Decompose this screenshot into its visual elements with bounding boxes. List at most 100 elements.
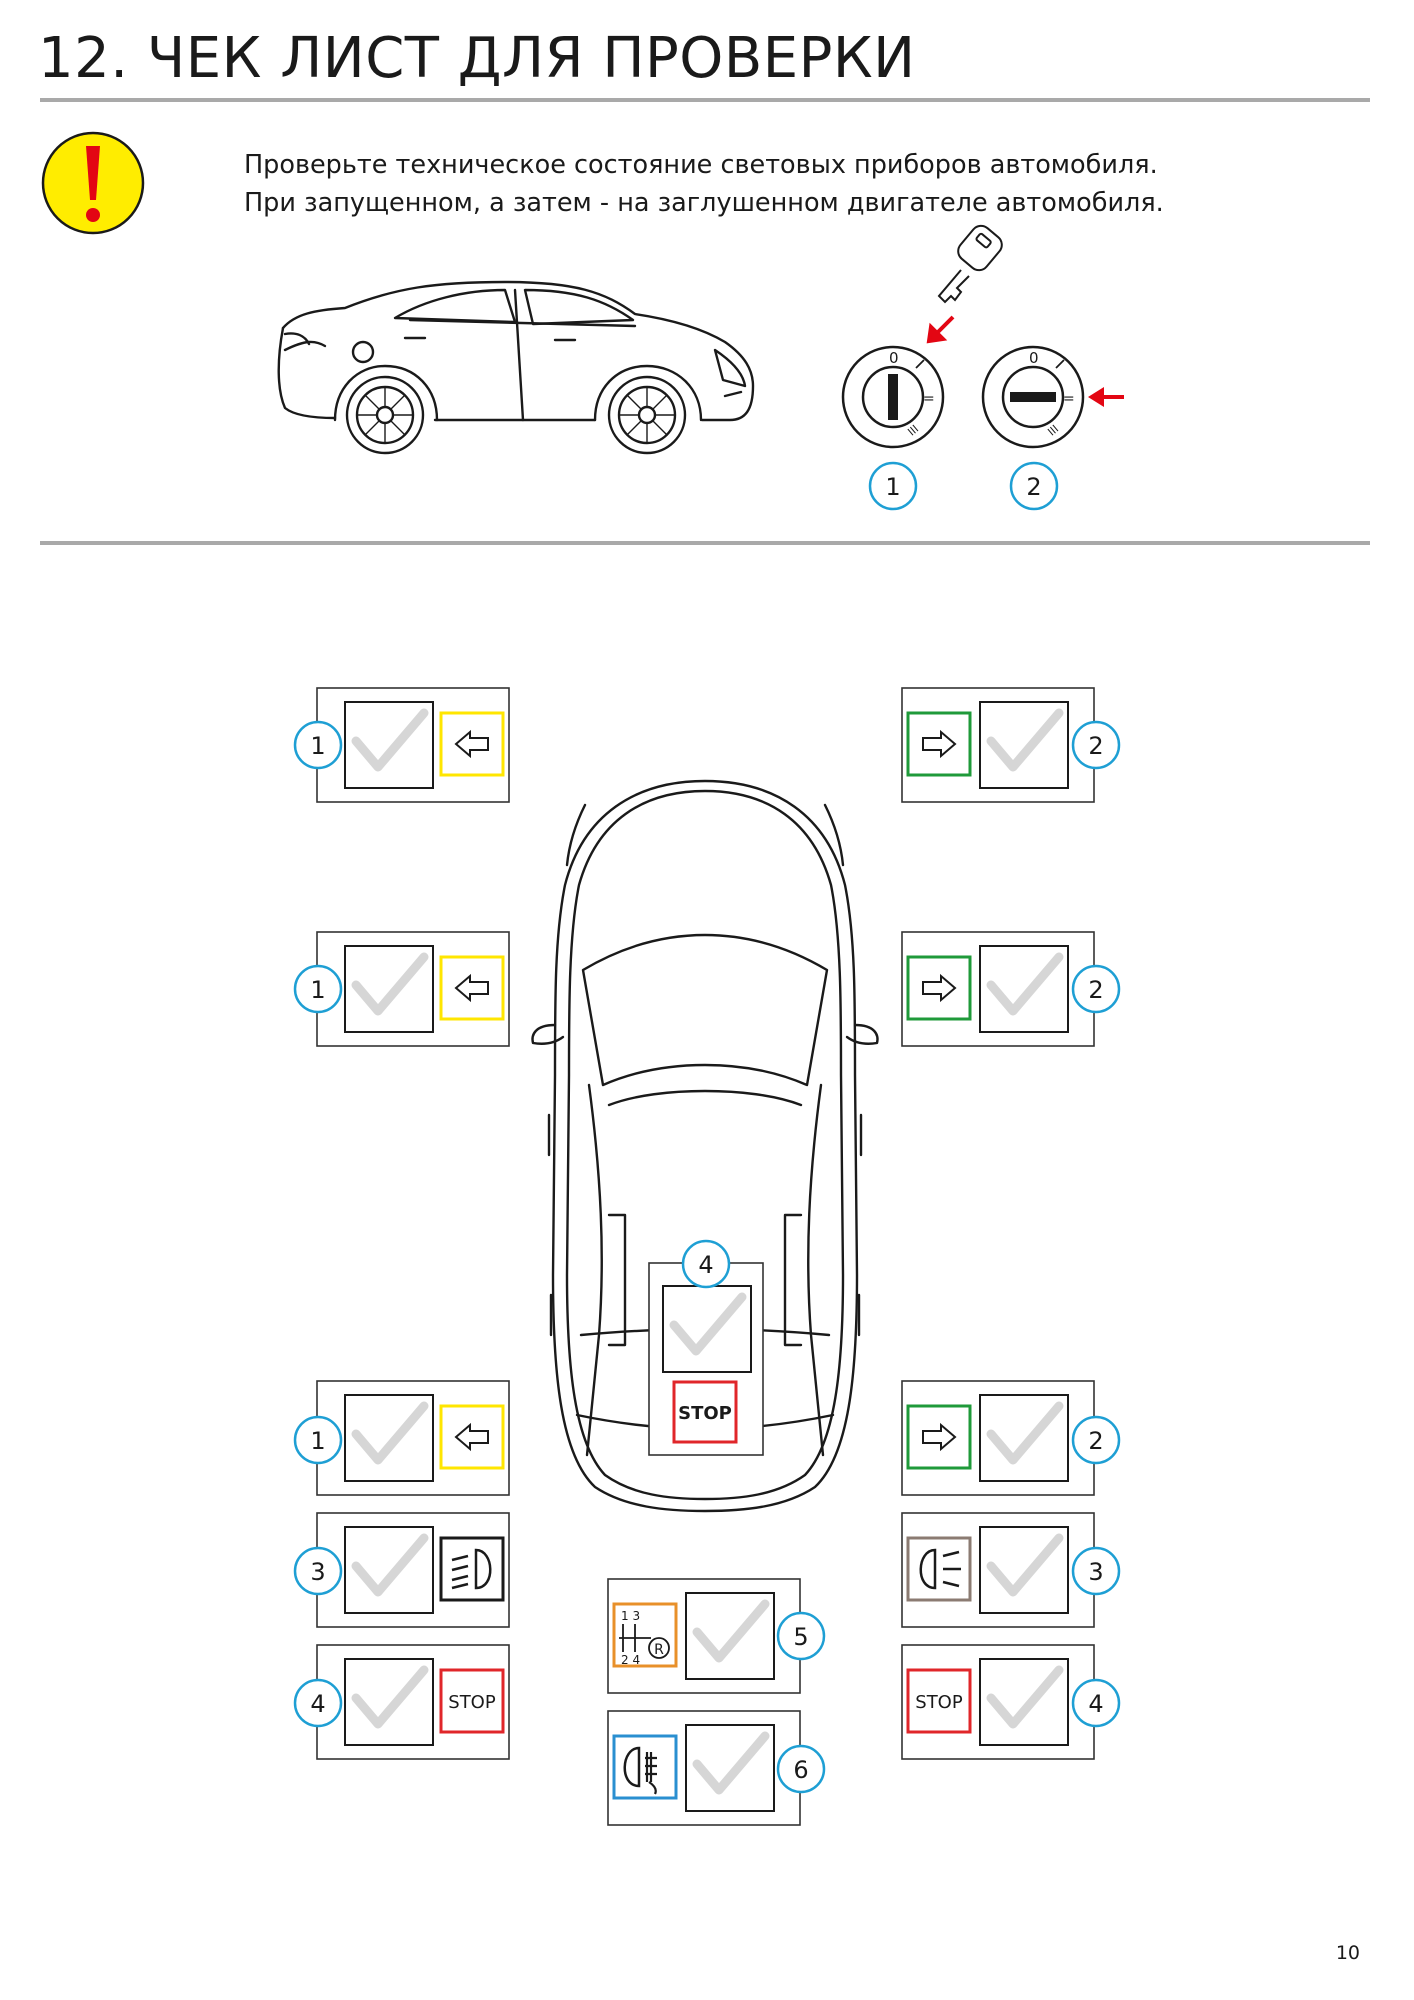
svg-text:1: 1 <box>310 732 325 760</box>
checkbox[interactable] <box>685 1592 775 1680</box>
checkmark-icon <box>351 952 429 1016</box>
ignition-mark-2: = <box>1063 391 1075 407</box>
svg-text:STOP: STOP <box>915 1692 963 1713</box>
svg-text:STOP: STOP <box>678 1403 732 1424</box>
callout-1: 1 <box>293 720 343 770</box>
checkmark-icon <box>351 1665 429 1729</box>
check-rear-left-lowbeam <box>316 1512 510 1632</box>
checkbox[interactable] <box>344 945 434 1033</box>
check-rear-right-lowbeam <box>901 1512 1095 1632</box>
ignition-mark-0: 0 <box>1029 349 1039 367</box>
callout-2: 2 <box>1071 1415 1121 1465</box>
stop-icon: STOP <box>439 1668 505 1734</box>
callout-4: 4 <box>681 1239 731 1289</box>
check-rear-left-stop: STOP <box>316 1644 510 1764</box>
ignition-arrow-2 <box>1088 387 1124 407</box>
svg-text:3: 3 <box>1088 1558 1103 1586</box>
stop-icon: STOP <box>672 1380 738 1444</box>
checkbox[interactable] <box>662 1285 752 1373</box>
checkbox[interactable] <box>979 1526 1069 1614</box>
title-divider <box>40 98 1370 102</box>
check-rear-right-indicator <box>901 1380 1095 1500</box>
checkbox[interactable] <box>979 1658 1069 1746</box>
svg-text:2: 2 <box>1026 473 1041 501</box>
check-side-left-indicator <box>316 931 510 1051</box>
check-side-right-indicator <box>901 931 1095 1051</box>
check-center-stop: STOP <box>648 1262 764 1460</box>
checkbox[interactable] <box>344 701 434 789</box>
svg-text:1: 1 <box>310 1427 325 1455</box>
right-arrow-icon <box>906 955 972 1021</box>
checkmark-icon <box>986 1401 1064 1465</box>
callout-1: 1 <box>293 964 343 1014</box>
checkmark-icon <box>669 1292 747 1356</box>
checkmark-icon <box>351 708 429 772</box>
checkbox[interactable] <box>344 1658 434 1746</box>
ignition-arrow-1 <box>926 315 955 344</box>
callout-6: 6 <box>776 1744 826 1794</box>
left-arrow-icon <box>439 711 505 777</box>
check-rear-fog-light <box>607 1710 801 1830</box>
ignition-number-2: 2 <box>1009 461 1059 511</box>
low-beam-icon <box>439 1536 505 1602</box>
check-reverse-light: 1 3 2 4 R <box>607 1578 801 1698</box>
svg-text:4: 4 <box>698 1251 713 1279</box>
svg-text:1 3: 1 3 <box>621 1609 640 1623</box>
stop-icon: STOP <box>906 1668 972 1734</box>
check-front-left-indicator <box>316 687 510 807</box>
checkmark-icon <box>986 1665 1064 1729</box>
checkmark-icon <box>692 1599 770 1663</box>
reverse-gear-icon: 1 3 2 4 R <box>612 1602 678 1668</box>
page-title: 12. ЧЕК ЛИСТ ДЛЯ ПРОВЕРКИ <box>38 26 916 91</box>
checkbox[interactable] <box>979 1394 1069 1482</box>
section-divider <box>40 541 1370 545</box>
checkbox[interactable] <box>344 1394 434 1482</box>
left-arrow-icon <box>439 1404 505 1470</box>
intro-text: Проверьте техническое состояние световых… <box>244 146 1164 222</box>
svg-text:STOP: STOP <box>448 1692 496 1713</box>
right-arrow-icon <box>906 1404 972 1470</box>
callout-1: 1 <box>293 1415 343 1465</box>
check-front-right-indicator <box>901 687 1095 807</box>
checkbox[interactable] <box>979 701 1069 789</box>
left-arrow-icon <box>439 955 505 1021</box>
svg-text:R: R <box>654 1642 664 1658</box>
car-top-view <box>531 779 879 1513</box>
rear-fog-icon <box>612 1734 678 1800</box>
checkbox[interactable] <box>979 945 1069 1033</box>
svg-text:3: 3 <box>310 1558 325 1586</box>
svg-text:4: 4 <box>310 1690 325 1718</box>
ignition-lock-position-2: 0 = III <box>981 345 1085 449</box>
ignition-mark-2: = <box>923 391 935 407</box>
svg-text:2 4: 2 4 <box>621 1653 640 1667</box>
svg-text:2: 2 <box>1088 732 1103 760</box>
checkbox[interactable] <box>344 1526 434 1614</box>
key-icon <box>937 224 1003 304</box>
callout-2: 2 <box>1071 720 1121 770</box>
car-side-view <box>277 280 755 455</box>
checkmark-icon <box>986 952 1064 1016</box>
callout-5: 5 <box>776 1611 826 1661</box>
page-number: 10 <box>1335 1942 1360 1964</box>
checkmark-icon <box>692 1731 770 1795</box>
ignition-number-1: 1 <box>868 461 918 511</box>
svg-text:2: 2 <box>1088 1427 1103 1455</box>
callout-4: 4 <box>293 1678 343 1728</box>
svg-text:5: 5 <box>793 1623 808 1651</box>
intro-line-2: При запущенном, а затем - на заглушенном… <box>244 188 1164 218</box>
checkmark-icon <box>351 1533 429 1597</box>
svg-text:1: 1 <box>310 976 325 1004</box>
svg-text:6: 6 <box>793 1756 808 1784</box>
check-rear-right-stop: STOP <box>901 1644 1095 1764</box>
checkbox[interactable] <box>685 1724 775 1812</box>
svg-text:2: 2 <box>1088 976 1103 1004</box>
ignition-lock-position-1: 0 = III <box>841 345 945 449</box>
callout-4: 4 <box>1071 1678 1121 1728</box>
checkmark-icon <box>986 1533 1064 1597</box>
intro-line-1: Проверьте техническое состояние световых… <box>244 150 1158 180</box>
callout-2: 2 <box>1071 964 1121 1014</box>
check-rear-left-indicator <box>316 1380 510 1500</box>
warning-icon <box>41 131 145 235</box>
callout-3: 3 <box>1071 1546 1121 1596</box>
right-arrow-icon <box>906 711 972 777</box>
